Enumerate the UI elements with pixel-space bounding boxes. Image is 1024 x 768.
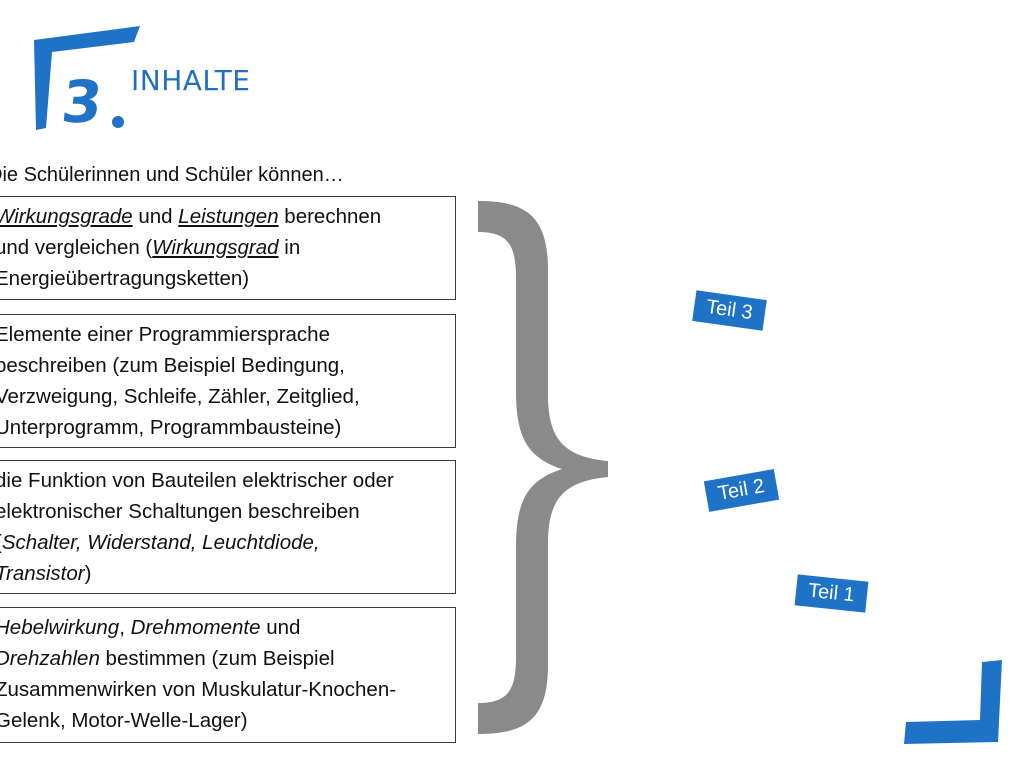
- intro-text: Die Schülerinnen und Schüler können…: [0, 164, 344, 186]
- box-4-term-hebelwirkung: Hebelwirkung: [0, 616, 120, 639]
- curly-brace-icon: [478, 201, 608, 734]
- box-1-term-wirkungsgrad: Wirkungsgrad: [152, 236, 279, 259]
- box-3-line-2: elektronischer Schaltungen beschreiben: [0, 500, 360, 523]
- box-1-line-2: und vergleichen (Wirkungsgrad in: [0, 232, 445, 263]
- box-3-italic-transistor: Transistor: [0, 562, 85, 585]
- box-3-line-3: (Schalter, Widerstand, Leuchtdiode,: [0, 527, 445, 558]
- box-4-line-4: Gelenk, Motor-Welle-Lager): [0, 709, 248, 732]
- box-3-text: (: [0, 531, 2, 554]
- box-1-term-wirkungsgrade: Wirkungsgrade: [0, 205, 133, 228]
- box-4-text: ,: [119, 616, 131, 639]
- box-1-text: in: [278, 236, 301, 259]
- competency-box-1: Wirkungsgrade und Leistungen berechnen u…: [0, 196, 456, 300]
- box-2-line-4: Unterprogramm, Programmbausteine): [0, 416, 342, 439]
- box-3-line-1: die Funktion von Bauteilen elektrischer …: [0, 469, 394, 492]
- box-3-italic-terms: Schalter, Widerstand, Leuchtdiode,: [1, 531, 320, 554]
- box-1-text: und vergleichen (: [0, 236, 153, 259]
- box-3-text: ): [84, 562, 92, 585]
- competency-box-2: Elemente einer Programmiersprache beschr…: [0, 314, 456, 448]
- box-4-line-1: Hebelwirkung, Drehmomente und: [0, 612, 445, 643]
- logo-digit: 3: [58, 68, 105, 134]
- box-4-term-drehzahlen: Drehzahlen: [0, 647, 100, 670]
- box-1-term-leistungen: Leistungen: [178, 205, 279, 228]
- competency-box-3: die Funktion von Bauteilen elektrischer …: [0, 460, 456, 594]
- logo-dot-icon: [112, 116, 124, 128]
- box-4-term-drehmomente: Drehmomente: [130, 616, 261, 639]
- logo-bracket-icon: 3: [34, 26, 140, 134]
- competency-box-4: Hebelwirkung, Drehmomente und Drehzahlen…: [0, 607, 456, 743]
- tag-teil-3: Teil 3: [692, 290, 767, 331]
- box-1-line-1: Wirkungsgrade und Leistungen berechnen: [0, 201, 445, 232]
- tag-teil-2: Teil 2: [703, 469, 779, 512]
- box-2-line-1: Elemente einer Programmiersprache: [0, 323, 330, 346]
- box-2-line-2: beschreiben (zum Beispiel Bedingung,: [0, 354, 345, 377]
- box-2-line-3: Verzweigung, Schleife, Zähler, Zeitglied…: [0, 385, 360, 408]
- box-1-text: berechnen: [278, 205, 382, 228]
- box-3-line-4: Transistor): [0, 558, 445, 589]
- box-4-line-3: Zusammenwirken von Muskulatur-Knochen-: [0, 678, 397, 701]
- box-4-line-2: Drehzahlen bestimmen (zum Beispiel: [0, 643, 445, 674]
- box-1-line-3: Energieübertragungsketten): [0, 267, 250, 290]
- box-1-text: und: [132, 205, 179, 228]
- box-4-text: und: [260, 616, 301, 639]
- box-4-text: bestimmen (zum Beispiel: [99, 647, 335, 670]
- page-title: INHALTE: [131, 64, 251, 97]
- corner-bracket-icon: [904, 660, 1002, 744]
- tag-teil-1: Teil 1: [794, 574, 869, 613]
